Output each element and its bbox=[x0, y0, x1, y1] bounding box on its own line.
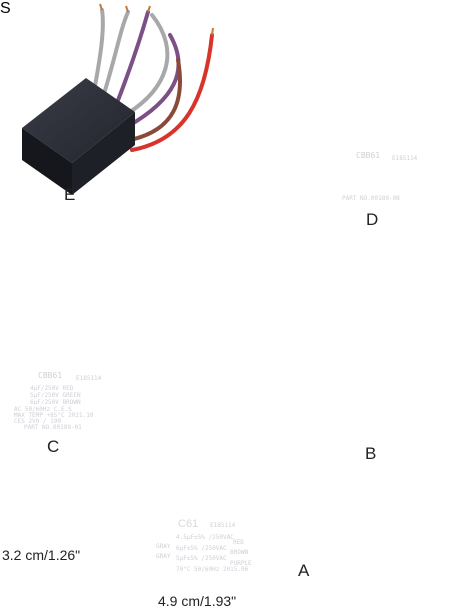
cap-c-cert: E185114 bbox=[76, 375, 102, 382]
label-c: C bbox=[47, 437, 60, 456]
cap-a-cert: E185114 bbox=[210, 522, 236, 529]
cap-c-line6: CES 2V0 / 190 bbox=[14, 418, 61, 425]
cap-a-line3: 5μF±5% /250VAC bbox=[176, 555, 227, 562]
cap-a-line2: 6μF±5% /250VAC bbox=[176, 545, 227, 552]
dimension-height: 3.2 cm/1.26" bbox=[2, 547, 81, 563]
cap-c-line4: AC 50/60Hz C.E.S bbox=[14, 406, 72, 413]
cap-a-purple: PURPLE bbox=[230, 560, 252, 567]
cap-d-cert: E185114 bbox=[392, 155, 418, 162]
cap-c-line1: 4μF/250V RED bbox=[30, 385, 74, 392]
label-d: D bbox=[366, 210, 379, 229]
cap-a-line1: 4.5μF±5% /250VAC bbox=[176, 534, 234, 541]
cap-a-footer: 70°C 50/60Hz 2015.06 bbox=[176, 566, 249, 573]
cap-c-line5: MAX TEMP +85°C 2021.10 bbox=[14, 412, 94, 419]
dimension-width: 4.9 cm/1.93" bbox=[158, 593, 237, 609]
cap-c-part: PART NO.00189-01 bbox=[24, 424, 82, 431]
cap-d-model: CBB61 bbox=[356, 151, 381, 160]
cap-a-model: C61 bbox=[178, 518, 199, 530]
label-b: B bbox=[365, 444, 377, 463]
cap-a-red: RED bbox=[233, 539, 244, 546]
cap-d-part: PART NO.00189-08 bbox=[342, 195, 400, 202]
cap-c-line3: 6μF/250V BROWN bbox=[30, 399, 81, 406]
cap-a-gray2: GRAY bbox=[156, 553, 171, 560]
cap-c-model: CBB61 bbox=[38, 371, 63, 380]
cap-a-gray1: GRAY bbox=[156, 543, 171, 550]
capacitor-e bbox=[22, 3, 214, 195]
cap-a-brown: BROWN bbox=[230, 549, 249, 556]
label-a: A bbox=[298, 561, 310, 580]
capacitor-a: S bbox=[0, 0, 11, 17]
cap-c-line2: 5μF/250V GREEN bbox=[30, 392, 81, 399]
label-e: E bbox=[64, 185, 76, 204]
